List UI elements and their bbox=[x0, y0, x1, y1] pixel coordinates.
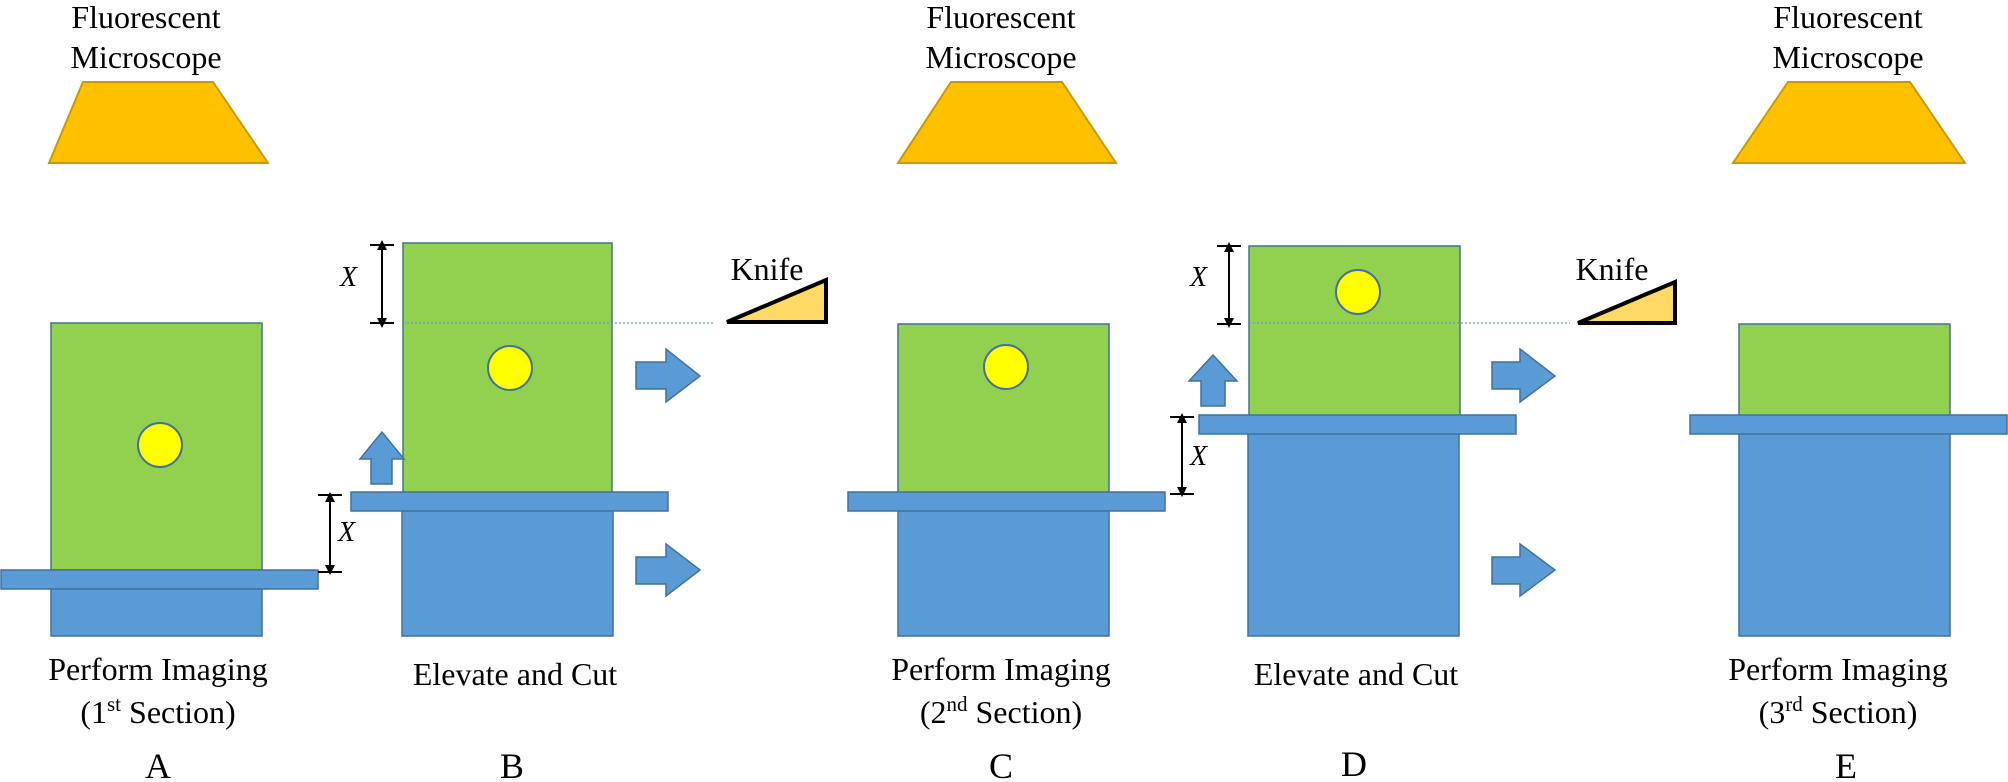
caption-line1: Perform Imaging bbox=[891, 651, 1111, 687]
microscope-a: Fluorescent Microscope bbox=[47, 0, 270, 164]
panel-a: X bbox=[0, 322, 356, 637]
panel-c: X bbox=[847, 323, 1208, 637]
caption-a: Perform Imaging (1st Section) A bbox=[48, 651, 268, 782]
panel-letter: C bbox=[989, 746, 1013, 782]
fluorescent-particle bbox=[487, 345, 533, 391]
stage-platform bbox=[847, 491, 1166, 512]
fluorescent-particle bbox=[1335, 269, 1381, 315]
elevate-arrow bbox=[1187, 353, 1239, 407]
caption-line2: (3rd Section) bbox=[1759, 692, 1918, 730]
move-right-arrow bbox=[1491, 542, 1557, 598]
stage-column bbox=[1247, 432, 1460, 637]
microscope-objective bbox=[47, 81, 270, 164]
stage-column bbox=[897, 507, 1110, 637]
panel-d: X Knife bbox=[1187, 242, 1677, 637]
microscope-label-line1: Fluorescent bbox=[926, 0, 1075, 35]
fluorescent-particle bbox=[137, 422, 183, 468]
panel-e bbox=[1689, 323, 2008, 637]
caption-line2: (1st Section) bbox=[80, 692, 235, 730]
microscope-label-line1: Fluorescent bbox=[71, 0, 220, 35]
microscope-label-line1: Fluorescent bbox=[1773, 0, 1922, 35]
microscope-label-line2: Microscope bbox=[70, 39, 221, 75]
panel-letter: B bbox=[500, 746, 524, 782]
knife-label: Knife bbox=[731, 251, 804, 287]
caption-line1: Perform Imaging bbox=[1728, 651, 1948, 687]
panel-b: X Knife bbox=[339, 240, 828, 637]
step-x-label: X bbox=[339, 262, 358, 293]
step-x-label: X bbox=[337, 517, 356, 548]
step-x-label: X bbox=[1189, 441, 1208, 472]
knife-blade bbox=[1577, 278, 1677, 325]
stage-platform bbox=[1689, 414, 2008, 435]
stage-column bbox=[1738, 432, 1951, 637]
panel-letter: A bbox=[145, 746, 171, 782]
caption-line1: Perform Imaging bbox=[48, 651, 268, 687]
microscope-e: Fluorescent Microscope bbox=[1731, 0, 1967, 164]
elevate-arrow bbox=[358, 430, 406, 485]
move-right-arrow bbox=[1491, 347, 1557, 404]
fluorescent-particle bbox=[983, 344, 1029, 390]
caption-line2: (2nd Section) bbox=[920, 692, 1082, 730]
knife-label: Knife bbox=[1576, 251, 1649, 287]
move-right-arrow bbox=[635, 347, 702, 404]
knife-blade bbox=[726, 276, 828, 324]
caption: Elevate and Cut bbox=[413, 656, 617, 692]
stage-platform bbox=[0, 569, 319, 590]
microscope-objective bbox=[896, 81, 1118, 164]
microscope-label-line2: Microscope bbox=[1772, 39, 1923, 75]
step-x-label: X bbox=[1189, 262, 1208, 293]
stage-platform bbox=[1198, 414, 1517, 435]
panel-letter: E bbox=[1835, 746, 1857, 782]
caption: Elevate and Cut bbox=[1254, 656, 1458, 692]
stage-column bbox=[50, 584, 263, 637]
caption-c: Perform Imaging (2nd Section) C bbox=[891, 651, 1111, 782]
caption-b: Elevate and Cut B bbox=[413, 656, 617, 782]
stage-platform bbox=[350, 491, 669, 512]
microscope-c: Fluorescent Microscope bbox=[896, 0, 1118, 164]
microscope-label-line2: Microscope bbox=[925, 39, 1076, 75]
move-right-arrow bbox=[635, 542, 702, 598]
sample-block bbox=[1738, 323, 1951, 417]
caption-e: Perform Imaging (3rd Section) E bbox=[1728, 651, 1948, 782]
caption-d: Elevate and Cut D bbox=[1254, 656, 1458, 782]
panel-letter: D bbox=[1341, 744, 1367, 782]
stage-column bbox=[401, 507, 614, 637]
microscope-objective bbox=[1731, 81, 1967, 164]
